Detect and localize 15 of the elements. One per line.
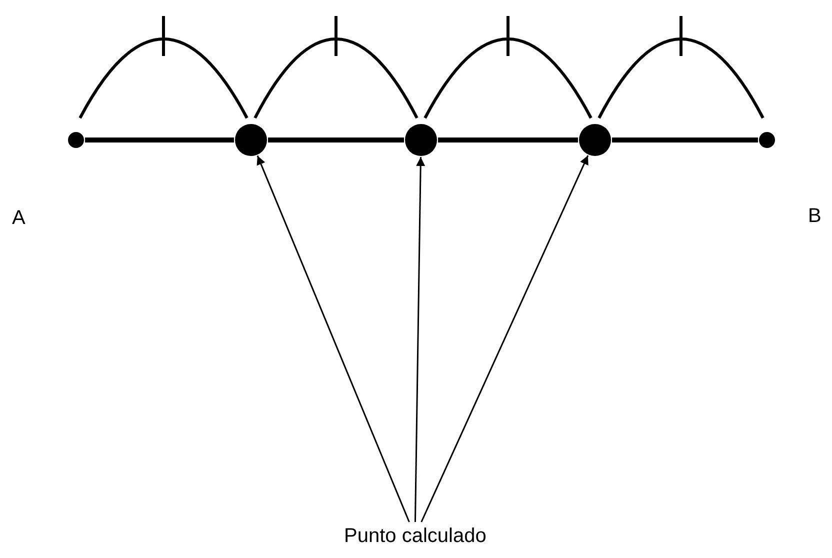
point-label: A (12, 206, 26, 230)
point-dot (235, 124, 267, 156)
point-label: B (808, 204, 822, 228)
segment-line (438, 138, 578, 142)
point-dot (68, 132, 84, 148)
point-dot (405, 124, 437, 156)
arrow (420, 155, 589, 522)
segment-line (268, 138, 404, 142)
segment-line (612, 138, 758, 142)
segment-line (85, 138, 234, 142)
arrow (256, 155, 410, 522)
arrow (414, 156, 426, 522)
point-dot (579, 124, 611, 156)
point-dot (759, 132, 775, 148)
callout-text: Punto calculado (344, 524, 486, 548)
